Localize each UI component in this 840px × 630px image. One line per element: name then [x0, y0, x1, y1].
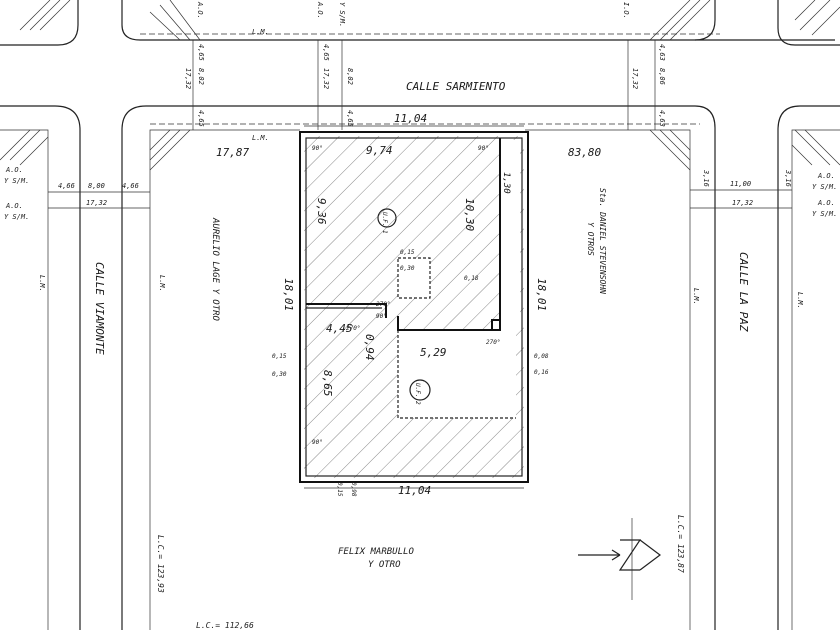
- dim-via-a: 4,66: [58, 182, 75, 190]
- unit-2-label: U.F. 2: [414, 383, 421, 405]
- lc-left-label: L.C.= 123,93: [156, 535, 165, 593]
- dim-inner-right2: 1,30: [501, 172, 511, 194]
- dim-street-mid-r: 8,06: [658, 68, 666, 85]
- ysm-mark-l1: Y S/M.: [4, 177, 29, 185]
- north-letter-icon: [618, 539, 642, 571]
- dim-via-b: 8,00: [88, 182, 105, 190]
- angle-bl: 90°: [312, 439, 323, 446]
- angle-270-a: 270°: [376, 301, 390, 308]
- dim-top-frontage: 11,04: [394, 112, 427, 125]
- ysm-mark-l2: Y S/M.: [4, 213, 29, 221]
- dim-small-008: 0,08: [534, 353, 549, 360]
- neighbor-south-label-2: Y OTRO: [368, 560, 401, 570]
- dim-street-tot-r: 17,32: [631, 68, 639, 89]
- dim-small-015-b: 0,15: [272, 353, 287, 360]
- dim-bottom-frontage: 11,04: [398, 484, 431, 497]
- lot-parcel: [299, 131, 529, 483]
- dim-small-016: 0,16: [534, 369, 549, 376]
- dim-paz-c: 3,16: [784, 169, 792, 187]
- ao-mark-top-m: A.O.: [316, 1, 324, 19]
- dim-inner-top: 9,74: [366, 144, 393, 157]
- unit-2-marker: U.F. 2: [409, 379, 431, 405]
- dim-mid-left2: 0,94: [363, 334, 376, 361]
- dim-street-bot-l: 4,65: [197, 110, 205, 127]
- north-arrow-icon: [578, 549, 621, 561]
- dim-left-distance: 17,87: [216, 146, 249, 159]
- street-sarmiento-label: CALLE SARMIENTO: [406, 80, 506, 93]
- street-la-paz-label: CALLE LA PAZ: [737, 252, 750, 332]
- lc-right-label: L.C.= 123,87: [676, 515, 685, 573]
- lm-mark-mid: L.M.: [252, 134, 269, 142]
- dim-street-mid-l: 8,02: [197, 68, 205, 85]
- ao-mark-l1: A.O.: [5, 166, 23, 174]
- street-viamonte-label: CALLE VIAMONTE: [93, 262, 106, 355]
- dim-small-030-b: 0,30: [272, 371, 287, 378]
- dim-inner-right: 10,30: [463, 198, 476, 231]
- angle-tr: 90°: [478, 145, 489, 152]
- neighbor-east-label-1: Sta. DANIEL STEVENSOHN: [598, 188, 607, 294]
- ao-mark-r1: A.O.: [817, 172, 835, 180]
- neighbor-west-label: AURELIO LAGE Y OTRO: [210, 217, 220, 322]
- dim-street-tot-l: 17,32: [184, 68, 192, 89]
- dim-side-left: 18,01: [282, 278, 295, 311]
- dim-street-top-r: 4,63: [658, 44, 666, 61]
- dim-paz-b: 11,00: [730, 180, 751, 188]
- dim-paz-a: 3,16: [702, 169, 710, 187]
- angle-90-a: 90°: [376, 313, 387, 320]
- dim-mid-left: 4,45: [326, 322, 353, 335]
- dim-street-top-m: 4,65: [322, 44, 330, 61]
- dim-via-c: 4,66: [122, 182, 139, 190]
- lm-mark-far-right: L.M.: [796, 292, 804, 309]
- neighbor-east-label-2: Y OTROS: [586, 222, 595, 256]
- lm-mark-left: L.M.: [158, 275, 166, 292]
- angle-270-c: 270°: [486, 339, 500, 346]
- unit-1-label: U.F. 1: [381, 212, 388, 234]
- ao-mark-r2: A.O.: [817, 199, 835, 207]
- ysm-mark-r1: Y S/M.: [812, 183, 837, 191]
- ysm-mark-top-m: Y S/M.: [338, 2, 346, 27]
- ao-mark-l2: A.O.: [5, 202, 23, 210]
- dim-street-bot-m: 4,65: [346, 110, 354, 127]
- neighbor-south-label-1: FELIX MARBULLO: [338, 547, 414, 557]
- ysm-mark-r2: Y S/M.: [812, 210, 837, 218]
- lm-mark-right: L.M.: [692, 288, 700, 305]
- dim-side-right: 18,01: [535, 278, 548, 311]
- unit-1-marker: U.F. 1: [377, 208, 397, 234]
- dim-small-015-c: 0,15: [336, 482, 343, 497]
- dim-small-030-a: 0,30: [400, 265, 415, 272]
- dim-small-098: 0,98: [350, 482, 357, 497]
- lm-mark-far-left: L.M.: [38, 275, 46, 292]
- dim-small-018: 0,18: [464, 275, 479, 282]
- lc-bottom-label: L.C.= 112,66: [196, 621, 254, 630]
- dim-right-distance: 83,80: [568, 146, 601, 159]
- dim-inner-left: 9,36: [315, 198, 328, 225]
- dim-street-tot-m: 17,32: [322, 68, 330, 89]
- dim-street-top-l: 4,65: [197, 44, 205, 61]
- angle-270-b: 270°: [346, 325, 360, 332]
- dim-lower-left: 8,65: [321, 370, 334, 397]
- dim-street-mid-m: 8,02: [346, 68, 354, 85]
- dimension-lines: [48, 40, 792, 600]
- dim-street-bot-r: 4,63: [658, 110, 666, 127]
- dim-mid-center: 5,29: [420, 346, 447, 359]
- io-mark-top-r: I.O.: [622, 2, 630, 19]
- dim-via-total: 17,32: [86, 199, 107, 207]
- ao-mark-top-l: A.O.: [196, 1, 204, 19]
- dim-paz-total: 17,32: [732, 199, 753, 207]
- dim-small-015-a: 0,15: [400, 249, 415, 256]
- lm-mark-top: L.M.: [252, 28, 269, 36]
- angle-tl: 90°: [312, 145, 323, 152]
